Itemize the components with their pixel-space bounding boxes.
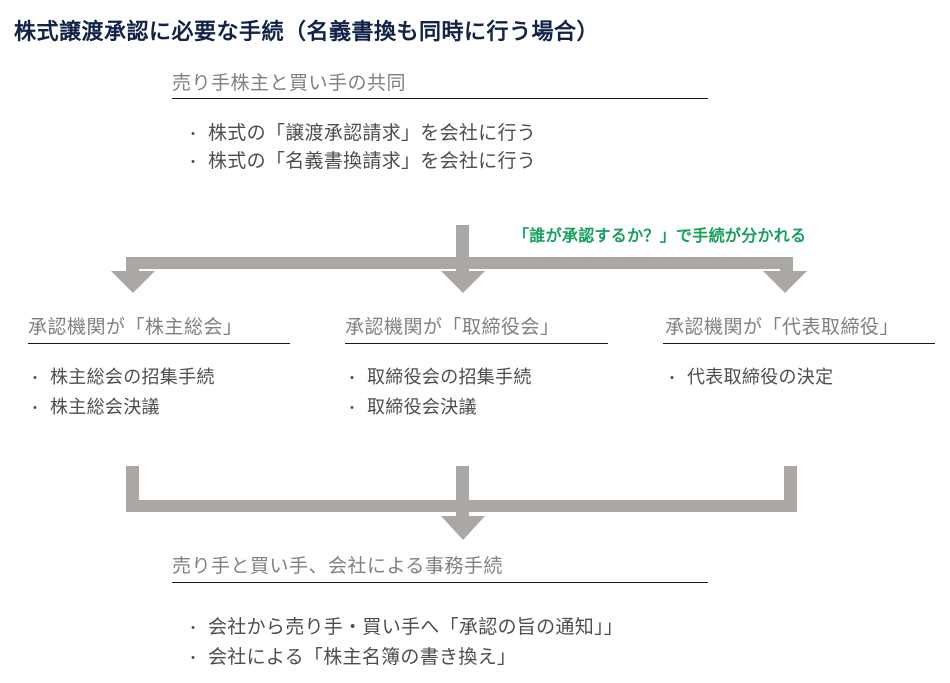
section-rule-branch-1 [28,343,290,344]
list-item: ・ 代表取締役の決定 [665,363,833,393]
list-item: ・ 株主総会決議 [28,393,215,423]
section-heading-branch-2: 承認機関が「取締役会」 [345,317,560,338]
list-item: ・ 会社から売り手・買い手へ「承認の旨の通知」」 [186,612,623,642]
list-item: ・ 取締役会の招集手続 [345,363,532,393]
list-item-label: 取締役会決議 [367,397,477,417]
bullet-marker: ・ [665,370,679,386]
branch-arrow-right [763,257,807,293]
section-rule-bottom [172,582,708,583]
bullet-marker: ・ [186,126,200,142]
list-item: ・ 株式の「譲渡承認請求」を会社に行う [186,118,536,146]
list-item-label: 株式の「名義書換請求」を会社に行う [208,151,537,172]
list-item-label: 株主総会決議 [50,397,160,417]
bullet-marker: ・ [28,400,42,416]
list-item: ・ 取締役会決議 [345,393,532,423]
bullet-list-bottom: ・ 会社から売り手・買い手へ「承認の旨の通知」」 ・ 会社による「株主名簿の書き… [186,612,623,672]
list-item: ・ 株主総会の招集手続 [28,363,215,393]
branch-arrow-middle [441,257,485,293]
list-item-label: 代表取締役の決定 [687,367,834,387]
bullet-list-top: ・ 株式の「譲渡承認請求」を会社に行う ・ 株式の「名義書換請求」を会社に行う [186,118,536,174]
bullet-marker: ・ [345,370,359,386]
list-item-label: 取締役会の招集手続 [367,367,532,387]
list-item: ・ 会社による「株主名簿の書き換え」 [186,642,623,672]
section-rule-branch-3 [663,343,935,344]
bullet-marker: ・ [28,370,42,386]
bullet-marker: ・ [345,400,359,416]
bullet-marker: ・ [186,650,200,666]
bullet-list-branch-3: ・ 代表取締役の決定 [665,363,833,393]
branch-annotation: 「誰が承認するか？」で手続が分かれる [513,228,807,245]
section-heading-top: 売り手株主と買い手の共同 [172,73,407,94]
merge-arrow-down [441,500,485,540]
bullet-list-branch-2: ・ 取締役会の招集手続 ・ 取締役会決議 [345,363,532,423]
list-item-label: 会社による「株主名簿の書き換え」 [208,647,517,668]
branch-arrow-left [111,257,155,293]
bullet-list-branch-1: ・ 株主総会の招集手続 ・ 株主総会決議 [28,363,215,423]
list-item-label: 株主総会の招集手続 [50,367,215,387]
section-rule-top [172,98,708,99]
list-item: ・ 株式の「名義書換請求」を会社に行う [186,146,536,174]
section-heading-branch-1: 承認機関が「株主総会」 [28,317,243,338]
page-title: 株式譲渡承認に必要な手続（名義書換も同時に行う場合） [14,19,600,44]
bullet-marker: ・ [186,154,200,170]
list-item-label: 会社から売り手・買い手へ「承認の旨の通知」」 [208,617,624,638]
bullet-marker: ・ [186,620,200,636]
section-heading-branch-3: 承認機関が「代表取締役」 [665,317,900,338]
list-item-label: 株式の「譲渡承認請求」を会社に行う [208,123,537,144]
section-rule-branch-2 [345,343,608,344]
section-heading-bottom: 売り手と買い手、会社による事務手続 [172,556,503,577]
